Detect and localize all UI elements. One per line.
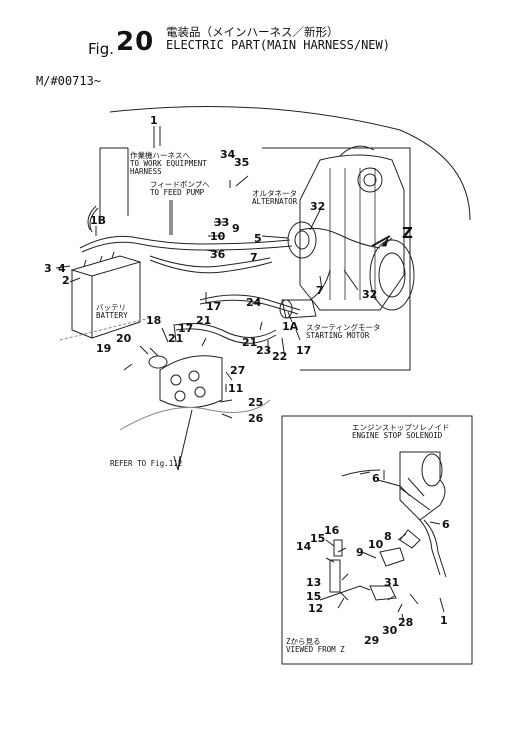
label-view-z-jp: Zから見る — [286, 637, 321, 646]
label-work-equipment-jp: 作業機ハーネスへ — [130, 151, 190, 160]
callout-36: 36 — [210, 248, 226, 261]
detail-callout-1: 1 — [440, 614, 448, 627]
callout-9: 9 — [232, 222, 240, 235]
callout-4: 4 — [58, 262, 66, 275]
callout-11: 11 — [228, 382, 244, 395]
detail-callout-29: 29 — [364, 634, 380, 647]
callout-27: 27 — [230, 364, 246, 377]
callout-32b: 32 — [362, 288, 378, 301]
figure-number: 20 — [116, 27, 155, 57]
callout-20: 20 — [116, 332, 132, 345]
callout-3: 3 — [44, 262, 52, 275]
callout-23: 23 — [256, 344, 272, 357]
detail-callout-12: 12 — [308, 602, 324, 615]
callout-17b: 17 — [178, 322, 194, 335]
callout-17c: 17 — [296, 344, 312, 357]
label-stop-solenoid-en: ENGINE STOP SOLENOID — [352, 431, 443, 440]
callout-24: 24 — [246, 296, 262, 309]
callout-22: 22 — [272, 350, 288, 363]
callout-21c: 21 — [242, 336, 258, 349]
callout-19: 19 — [96, 342, 112, 355]
detail-callout-6a: 6 — [372, 472, 380, 485]
figure-prefix: Fig. — [88, 40, 114, 58]
detail-callout-6b: 6 — [442, 518, 450, 531]
detail-callout-30: 30 — [382, 624, 398, 637]
label-starting-motor-en: STARTING MOTOR — [306, 331, 370, 340]
callout-5: 5 — [254, 232, 262, 245]
detail-callout-15b: 15 — [306, 590, 322, 603]
detail-callout-10: 10 — [368, 538, 384, 551]
callout-1b: 1B — [90, 214, 107, 227]
label-work-equipment-harness: HARNESS — [130, 167, 162, 176]
callout-21b: 21 — [168, 332, 184, 345]
label-stop-solenoid-jp: エンジンストップソレノイド — [352, 423, 450, 432]
callout-21a: 21 — [196, 314, 212, 327]
callout-1a: 1A — [282, 320, 299, 333]
callout-34: 34 — [220, 148, 236, 161]
callout-7b: 7 — [316, 284, 324, 297]
detail-callout-8: 8 — [384, 530, 392, 543]
serial-range: M/#00713~ — [36, 74, 102, 88]
detail-callout-9: 9 — [356, 546, 364, 559]
callout-7a: 7 — [250, 251, 258, 264]
detail-callout-28: 28 — [398, 616, 414, 629]
callout-1: 1 — [150, 114, 158, 127]
callout-2: 2 — [62, 274, 70, 287]
label-starting-motor-jp: スターティングモータ — [306, 323, 381, 332]
callout-17a: 17 — [206, 300, 222, 313]
label-work-equipment-en: TO WORK EQUIPMENT — [130, 159, 207, 168]
callout-26: 26 — [248, 412, 264, 425]
detail-callout-14: 14 — [296, 540, 312, 553]
detail-callout-16: 16 — [324, 524, 340, 537]
label-refer-figure: REFER TO Fig.112 — [110, 459, 183, 468]
label-view-z-en: VIEWED FROM Z — [286, 645, 345, 654]
label-battery-en: BATTERY — [96, 311, 128, 320]
callout-10: 10 — [210, 230, 226, 243]
label-battery-jp: バッテリ — [96, 303, 126, 312]
callout-32a: 32 — [310, 200, 326, 213]
detail-callout-31: 31 — [384, 576, 400, 589]
figure-title-english: ELECTRIC PART(MAIN HARNESS/NEW) — [166, 38, 390, 52]
label-alternator-jp: オルタネータ — [252, 189, 297, 198]
callout-25: 25 — [248, 396, 264, 409]
callout-18: 18 — [146, 314, 162, 327]
label-feed-pump-jp: フィードポンプへ — [150, 180, 210, 189]
label-alternator-en: ALTERNATOR — [252, 197, 298, 206]
detail-callout-13: 13 — [306, 576, 322, 589]
callout-33: 33 — [214, 216, 230, 229]
callout-35: 35 — [234, 156, 250, 169]
detail-callout-15a: 15 — [310, 532, 326, 545]
label-view-z-arrow: Z — [402, 224, 413, 242]
label-feed-pump-en: TO FEED PUMP — [150, 188, 205, 197]
figure-title-japanese: 電装品（メインハーネス／新形） — [166, 25, 339, 39]
